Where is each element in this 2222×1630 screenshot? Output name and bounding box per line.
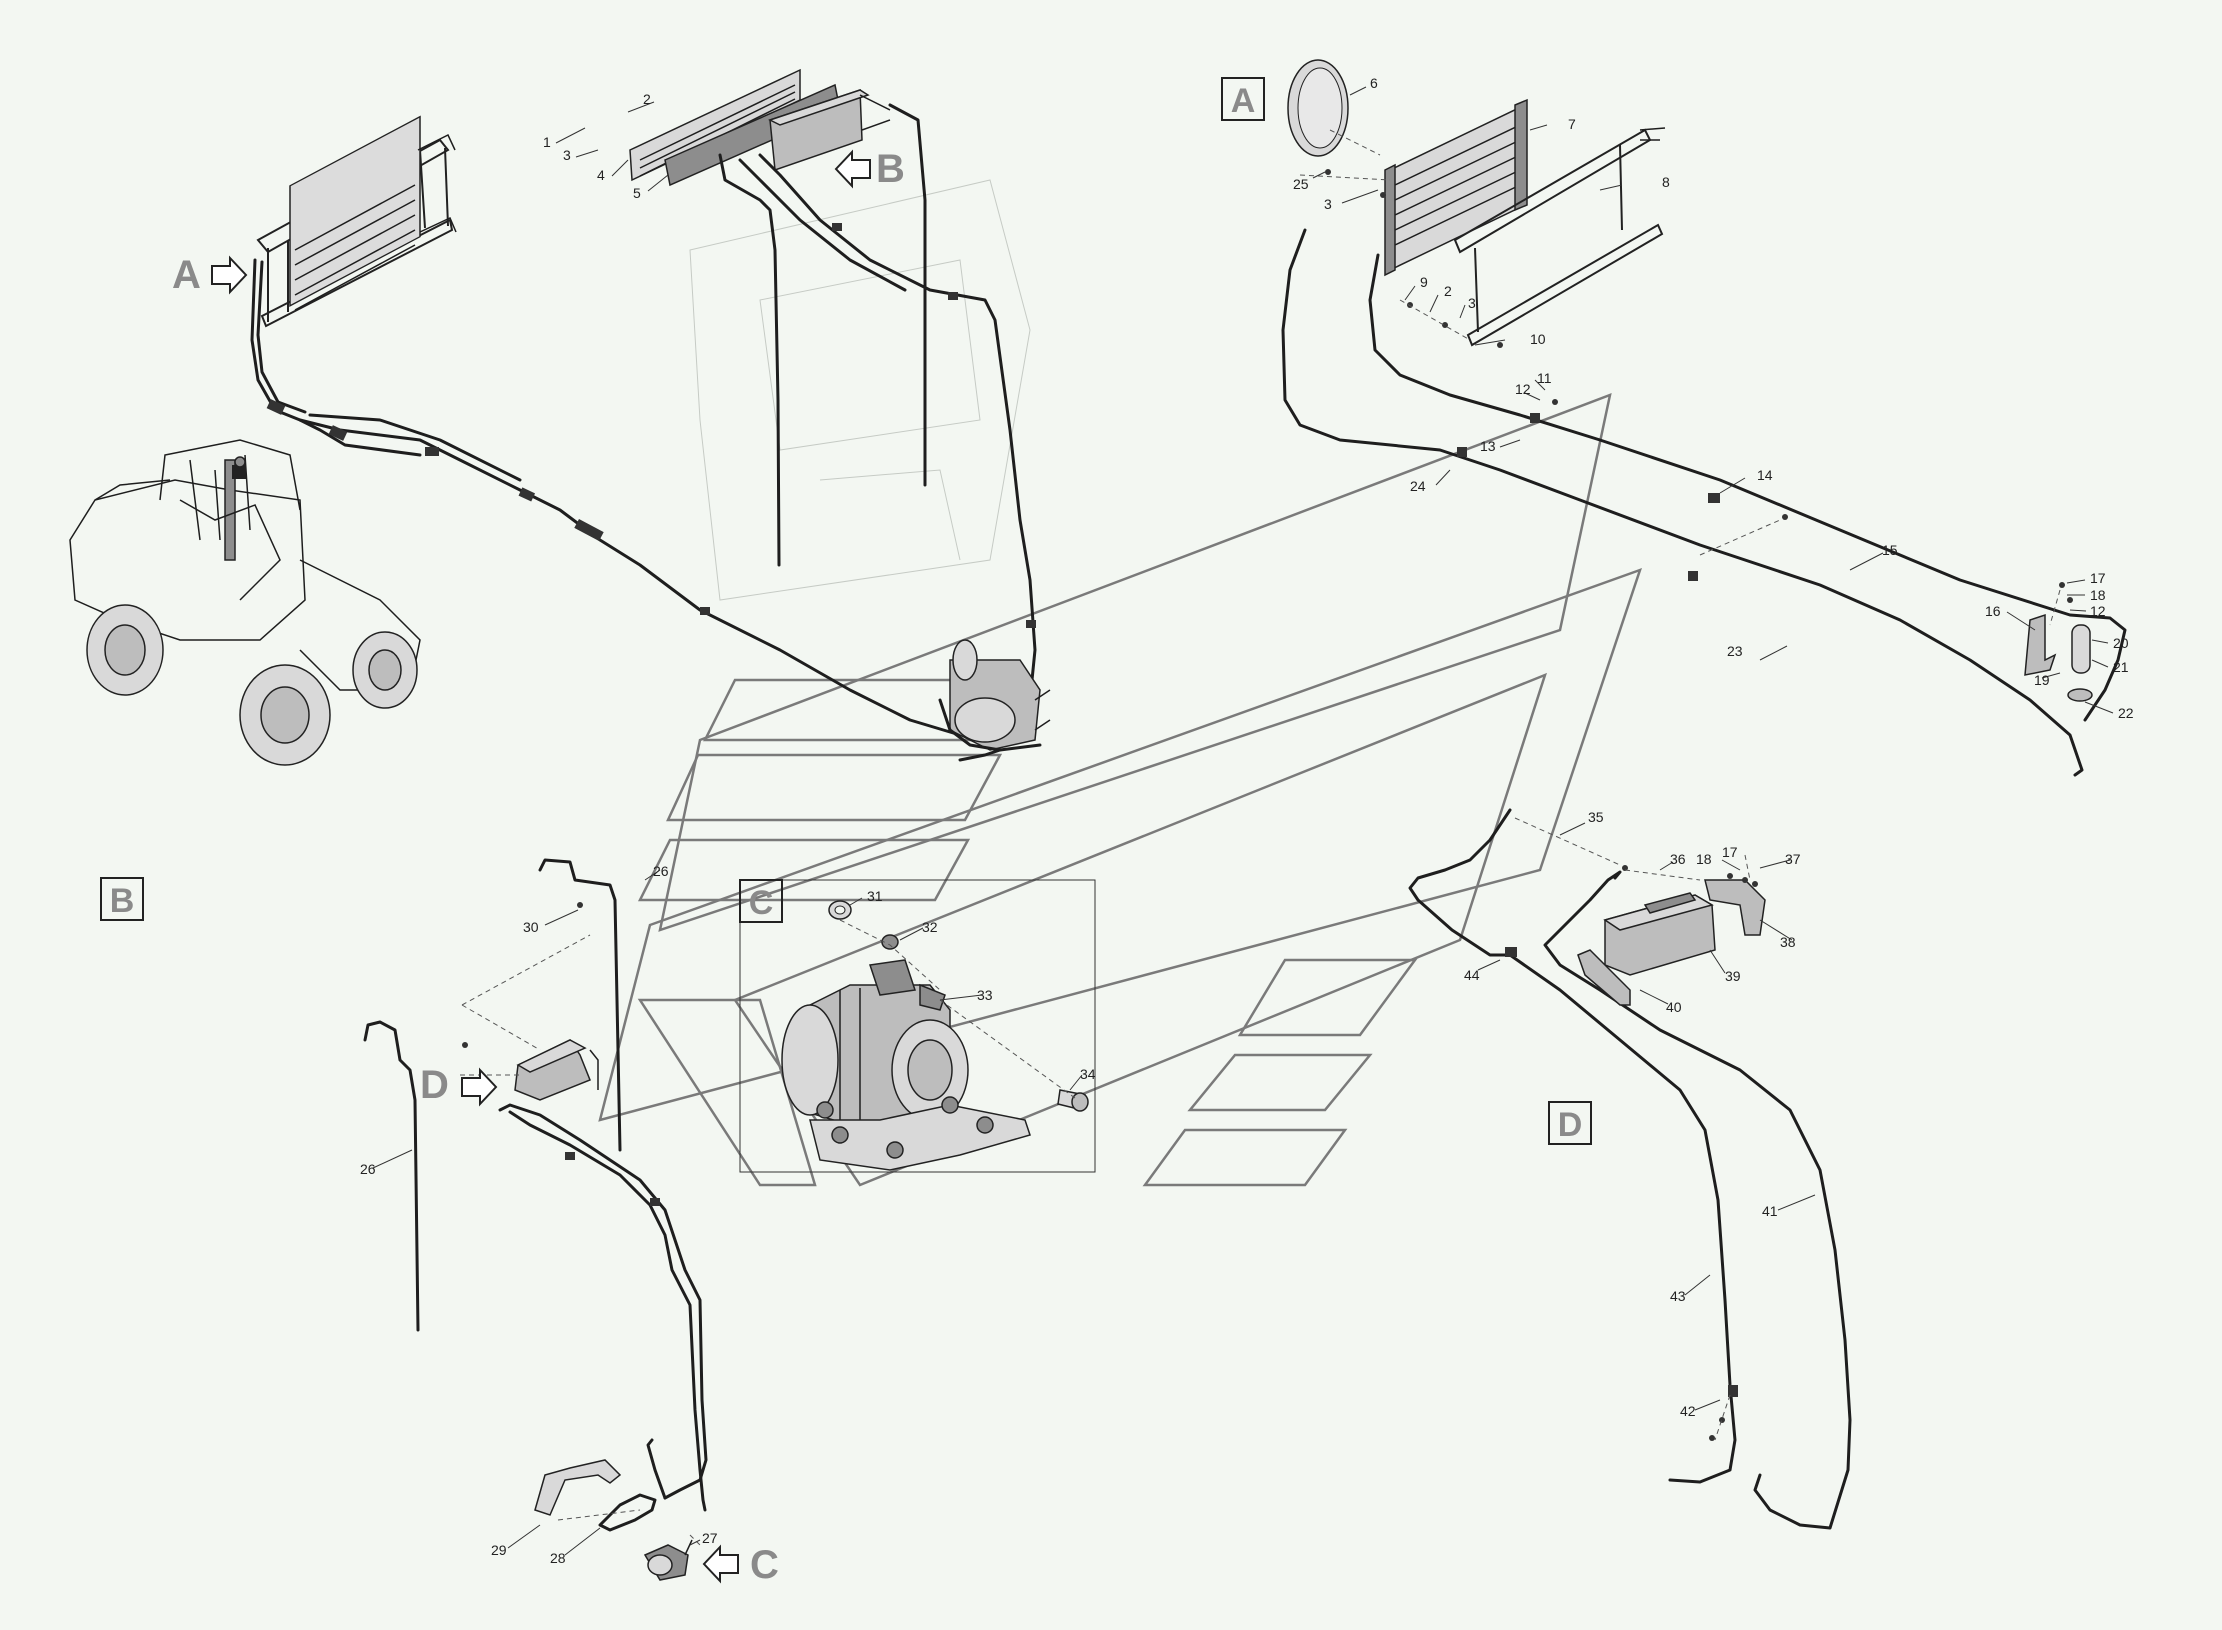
view-box-a: A	[1221, 77, 1265, 121]
callout-label: 10	[1530, 331, 1546, 347]
callout-label: 33	[977, 987, 993, 1003]
callout-label: 6	[1370, 75, 1378, 91]
view-a-assembly	[1281, 59, 2127, 777]
callout-label: 43	[1670, 1288, 1686, 1304]
callout-label: 22	[2118, 705, 2134, 721]
view-box-b-letter: B	[110, 882, 135, 920]
callout-label: 14	[1757, 467, 1773, 483]
callout-label: 44	[1464, 967, 1480, 983]
callout-label: 15	[1882, 542, 1898, 558]
view-arrow-a: A	[172, 253, 248, 297]
callout-label: 24	[1410, 478, 1426, 494]
callout-label: 11	[1537, 370, 1552, 386]
arrow-right-icon	[211, 255, 248, 295]
callout-label: 23	[1727, 643, 1743, 659]
callout-label: 25	[1293, 176, 1309, 192]
view-box-c: C	[739, 879, 783, 923]
callout-label: 42	[1680, 1403, 1696, 1419]
callout-label: 20	[2113, 635, 2129, 651]
callout-label: 17	[1722, 844, 1738, 860]
callout-label: 2	[643, 91, 651, 107]
callout-label: 18	[2090, 587, 2106, 603]
callout-label: 12	[1515, 381, 1531, 397]
callout-label: 29	[491, 1542, 507, 1558]
main-assembly	[250, 68, 1051, 762]
callout-label: 3	[1468, 295, 1476, 311]
view-arrow-b: B	[834, 147, 905, 191]
arrow-left-icon	[702, 1544, 739, 1584]
callout-label: 36	[1670, 851, 1686, 867]
view-box-d: D	[1548, 1101, 1592, 1145]
callout-label: 27	[702, 1530, 718, 1546]
pipe-fittings	[266, 223, 1036, 628]
callout-label: 26	[653, 863, 669, 879]
callout-label: 32	[922, 919, 938, 935]
callout-label: 30	[523, 919, 539, 935]
callout-label: 41	[1762, 1203, 1778, 1219]
view-box-c-letter: C	[749, 884, 774, 922]
callout-label: 17	[2090, 570, 2106, 586]
callout-label: 16	[1985, 603, 2001, 619]
view-b-assembly	[363, 858, 708, 1581]
callout-label: 34	[1080, 1066, 1096, 1082]
callout-label: 5	[633, 185, 641, 201]
view-arrow-b-letter: B	[876, 147, 905, 191]
callout-label: 1	[543, 134, 551, 150]
callout-label: 21	[2113, 659, 2129, 675]
callout-label: 9	[1420, 274, 1428, 290]
callout-leaders	[372, 86, 2114, 1556]
arrow-left-icon	[834, 149, 871, 189]
callout-label: 39	[1725, 968, 1741, 984]
callout-label: 7	[1568, 116, 1576, 132]
callout-label: 19	[2034, 672, 2050, 688]
callout-label: 8	[1662, 174, 1670, 190]
view-arrow-d: D	[420, 1063, 498, 1107]
view-d-assembly	[1408, 808, 1852, 1530]
callout-label: 2	[1444, 283, 1452, 299]
callout-label: 37	[1785, 851, 1801, 867]
callout-label: 28	[550, 1550, 566, 1566]
callout-label: 3	[563, 147, 571, 163]
view-arrow-c: C	[702, 1543, 779, 1587]
callout-label: 38	[1780, 934, 1796, 950]
callout-label: 18	[1696, 851, 1712, 867]
callout-label: 26	[360, 1161, 376, 1177]
view-c-assembly	[739, 879, 1096, 1173]
view-box-b: B	[100, 877, 144, 921]
callout-label: 40	[1666, 999, 1682, 1015]
callout-numbers: 1 2 3 4 5 6 7 8 25 3 9 2 3 10 11 12 13 2…	[360, 75, 2134, 1566]
callout-label: 31	[867, 888, 883, 904]
callout-label: 3	[1324, 196, 1332, 212]
view-box-a-letter: A	[1231, 82, 1256, 120]
watermark-logo	[598, 393, 1642, 1187]
callout-label: 13	[1480, 438, 1496, 454]
cab-outline-faint	[689, 179, 1031, 601]
view-arrow-d-letter: D	[420, 1063, 449, 1107]
tractor-thumbnail	[69, 439, 421, 766]
view-arrow-c-letter: C	[750, 1543, 779, 1587]
view-arrow-a-letter: A	[172, 253, 201, 297]
callout-label: 35	[1588, 809, 1604, 825]
callout-label: 4	[597, 167, 605, 183]
view-box-d-letter: D	[1558, 1106, 1583, 1144]
arrow-right-icon	[461, 1067, 498, 1107]
callout-label: 12	[2090, 603, 2106, 619]
